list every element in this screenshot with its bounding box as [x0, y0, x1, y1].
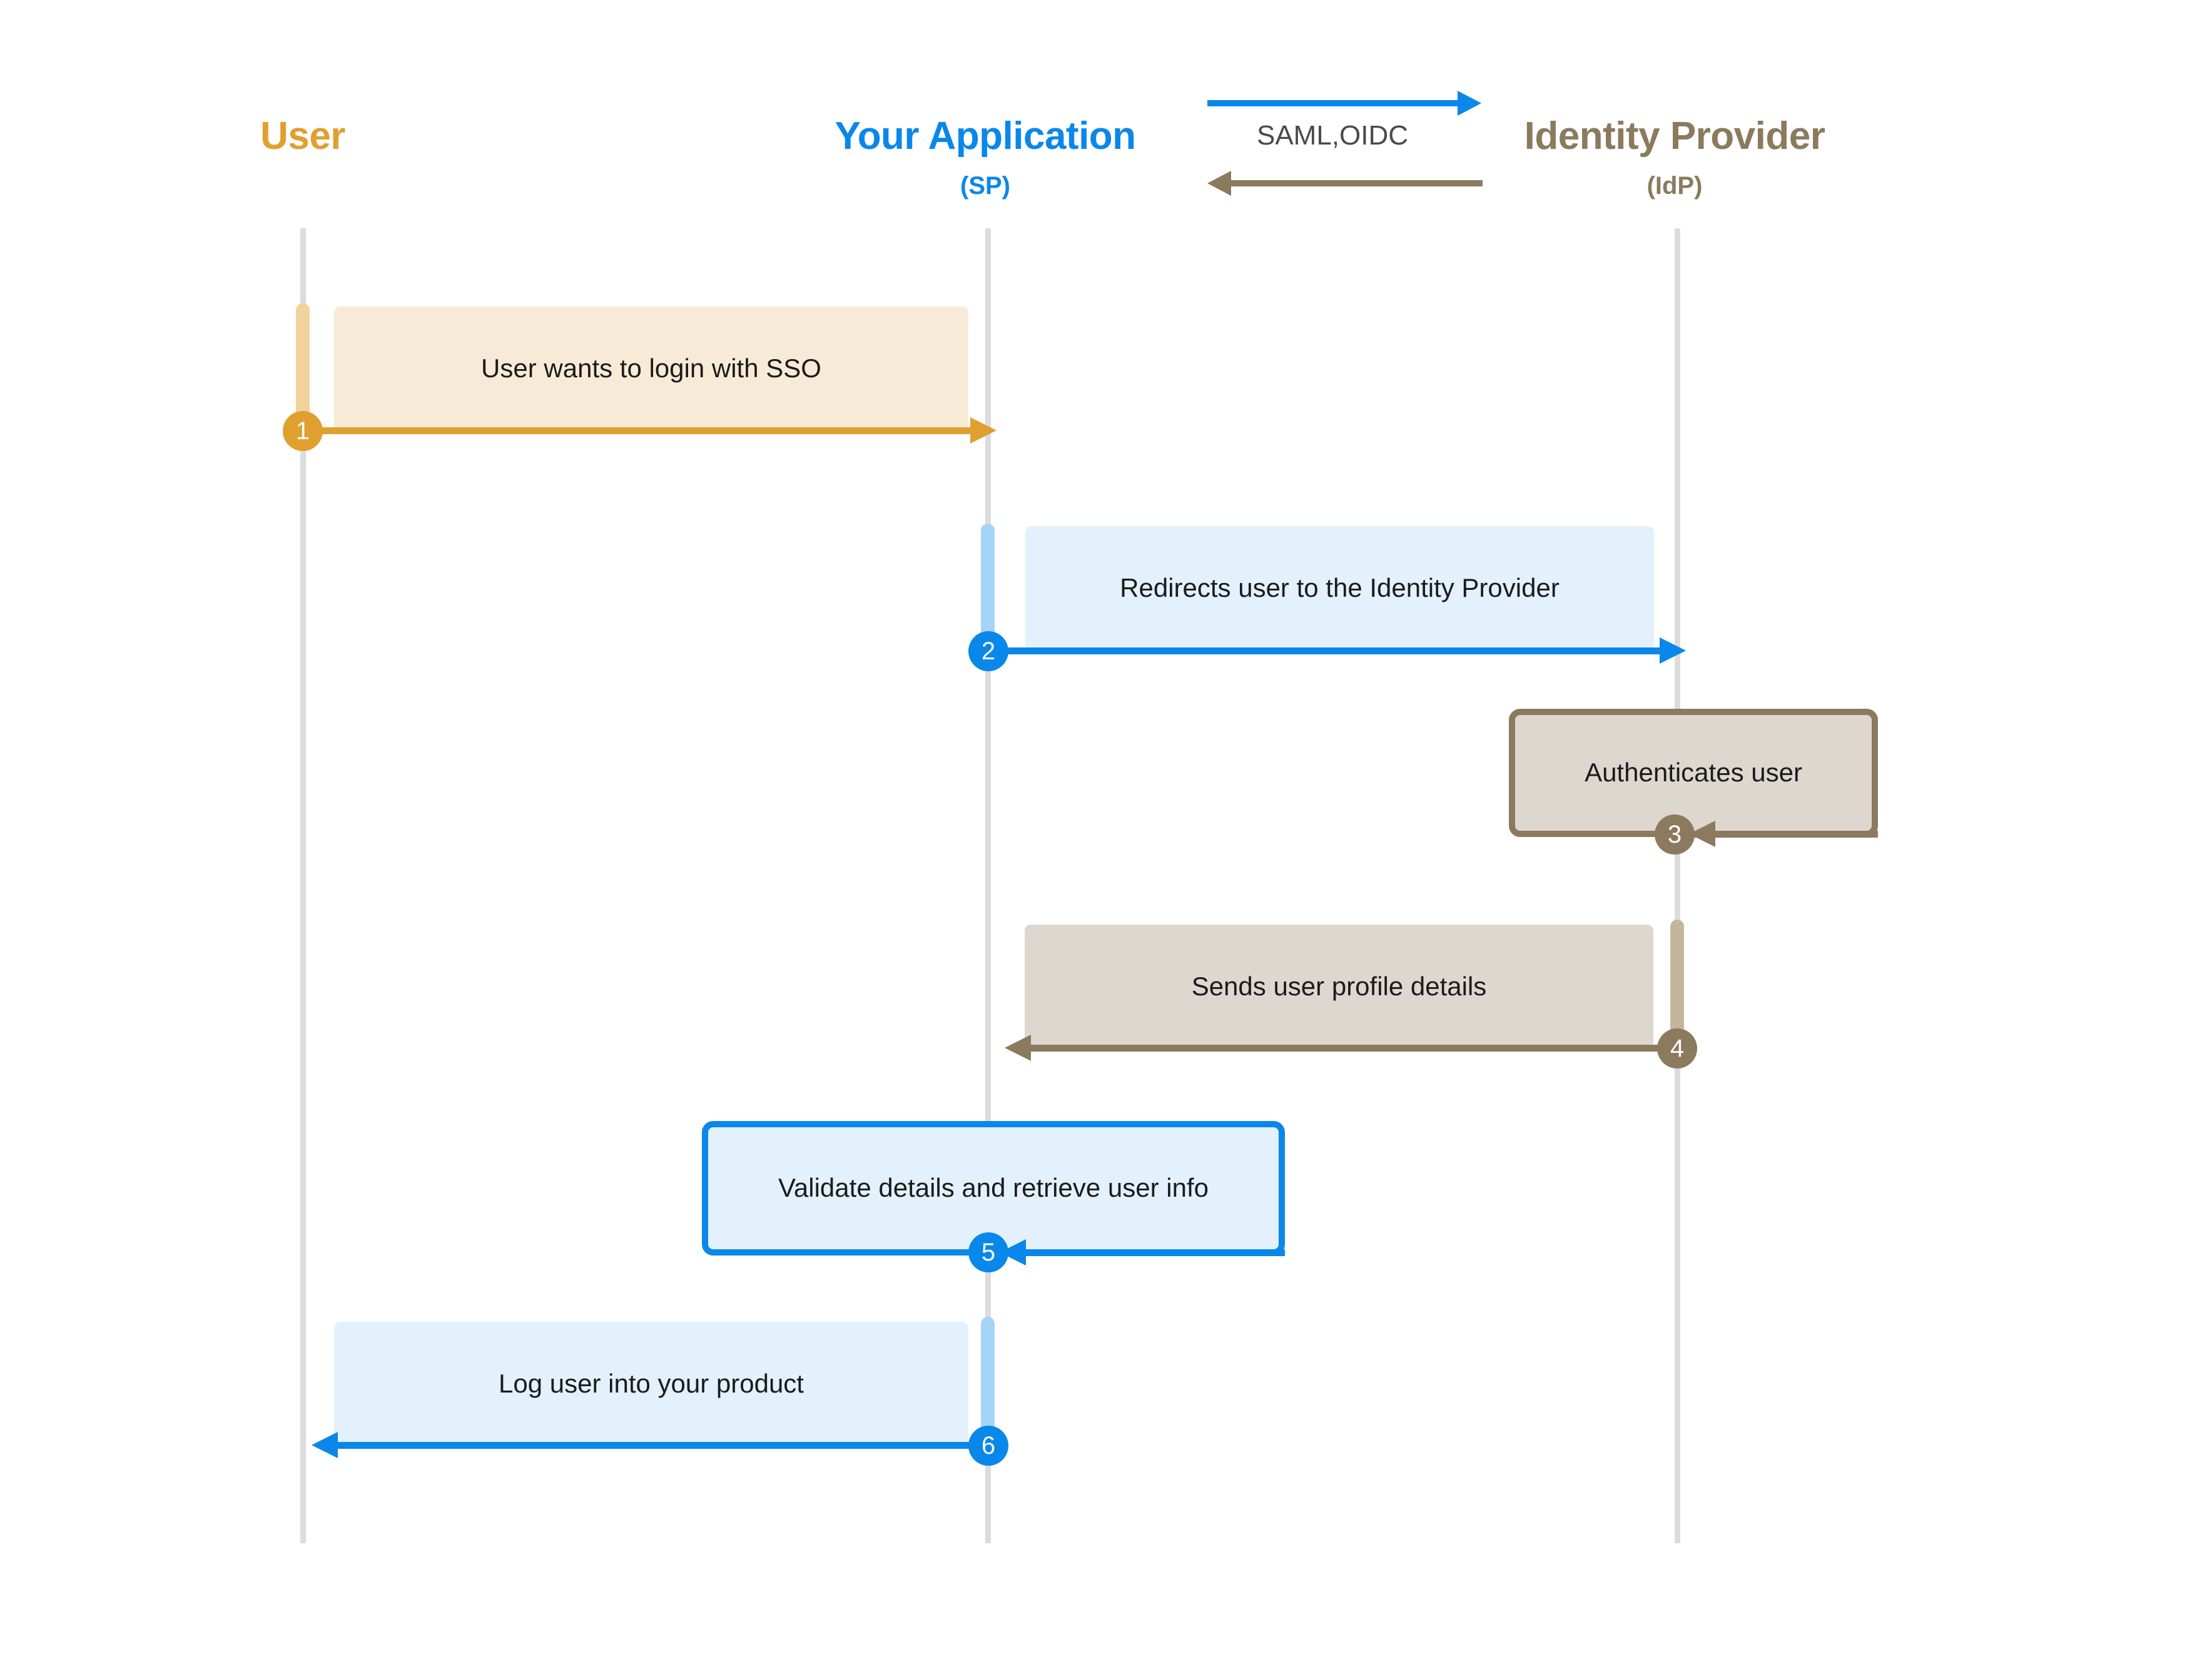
activation-bar-idp-step4 — [1670, 920, 1684, 1042]
self-call-box-step3: Authenticates user — [1509, 709, 1878, 837]
message-arrow-head-step6 — [312, 1432, 338, 1458]
legend-label: SAML,OIDC — [1256, 120, 1409, 151]
self-call-arrow-line-step5 — [1000, 1249, 1285, 1256]
message-arrow-head-step2 — [1660, 637, 1686, 664]
message-arrow-head-step1 — [970, 417, 997, 444]
participant-title-user: User — [260, 114, 345, 158]
step-badge-3: 3 — [1655, 814, 1695, 855]
step-badge-1: 1 — [283, 411, 323, 451]
participant-subtitle-sp: (SP) — [960, 172, 1010, 200]
step-badge-2: 2 — [968, 631, 1008, 671]
legend-arrow-left-head — [1207, 171, 1231, 196]
self-call-label-step5: Validate details and retrieve user info — [778, 1173, 1209, 1203]
message-label-step4: Sends user profile details — [1191, 971, 1487, 1001]
lifeline-user — [300, 228, 306, 1543]
message-note-step4: Sends user profile details — [1025, 925, 1653, 1048]
message-arrow-line-step6 — [338, 1442, 972, 1449]
self-call-arrow-line-step3 — [1689, 831, 1878, 838]
activation-bar-sp-step2 — [981, 524, 995, 646]
message-label-step1: User wants to login with SSO — [481, 353, 821, 383]
message-label-step6: Log user into your product — [499, 1368, 804, 1398]
legend-arrow-left-line — [1231, 180, 1483, 186]
step-badge-5: 5 — [968, 1232, 1008, 1272]
lifeline-sp — [985, 228, 991, 1543]
message-arrow-head-step4 — [1005, 1035, 1031, 1061]
activation-bar-user-step1 — [296, 303, 310, 425]
self-call-label-step3: Authenticates user — [1585, 758, 1802, 788]
message-arrow-line-step2 — [988, 647, 1660, 654]
participant-title-your-application: Your Application — [835, 114, 1136, 158]
legend-arrow-right-head — [1458, 91, 1481, 116]
legend-arrow-right-line — [1207, 100, 1458, 106]
step-badge-4: 4 — [1657, 1028, 1697, 1068]
participant-title-identity-provider: Identity Provider — [1524, 114, 1825, 158]
lifeline-idp — [1675, 228, 1680, 1543]
message-note-step2: Redirects user to the Identity Provider — [1025, 526, 1654, 650]
participant-subtitle-idp: (IdP) — [1646, 172, 1703, 200]
step-badge-6: 6 — [968, 1426, 1008, 1466]
self-call-box-step5: Validate details and retrieve user info — [702, 1121, 1285, 1256]
message-note-step6: Log user into your product — [334, 1322, 968, 1446]
message-arrow-line-step4 — [1031, 1045, 1672, 1052]
message-label-step2: Redirects user to the Identity Provider — [1120, 572, 1560, 602]
message-arrow-line-step1 — [303, 427, 970, 434]
message-note-step1: User wants to login with SSO — [334, 307, 968, 430]
activation-bar-sp-step6 — [981, 1317, 995, 1439]
